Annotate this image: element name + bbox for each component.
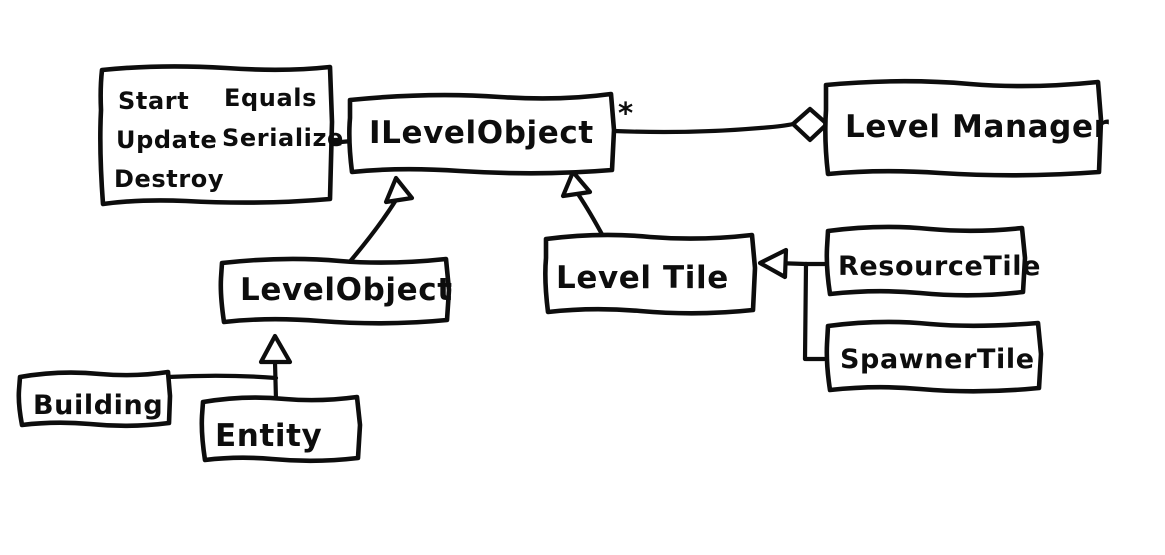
method-start-label: Start bbox=[118, 87, 189, 115]
method-equals-label: Equals bbox=[224, 84, 317, 112]
resourcetile-label: ResourceTile bbox=[838, 251, 1041, 282]
levelobject-box bbox=[218, 256, 452, 326]
ilevelobject-label: ILevelObject bbox=[369, 115, 594, 151]
method-destroy-label: Destroy bbox=[114, 165, 224, 193]
methods-note-box bbox=[98, 64, 335, 207]
generalization-triangle-entity-icon bbox=[258, 333, 293, 365]
levelmanager-box bbox=[823, 78, 1104, 178]
levelobject-label: LevelObject bbox=[240, 272, 453, 308]
connector-tile-junction-bar bbox=[802, 261, 809, 362]
connector-levelobject-to-ilevelobject bbox=[344, 197, 399, 268]
method-serialize-label: Serialize bbox=[222, 124, 344, 152]
building-box bbox=[16, 369, 173, 429]
entity-box bbox=[199, 394, 363, 464]
aggregation-diamond-icon bbox=[790, 106, 830, 143]
connector-leveltile-to-ilevelobject bbox=[575, 191, 607, 241]
connector-building-to-junction bbox=[165, 373, 279, 381]
spawnertile-box bbox=[824, 319, 1044, 394]
generalization-triangle-tiles-icon bbox=[757, 247, 789, 280]
resourcetile-box bbox=[824, 224, 1028, 298]
building-label: Building bbox=[33, 390, 163, 421]
generalization-triangle-leveltile-icon bbox=[560, 169, 593, 199]
generalization-triangle-levelobject-icon bbox=[383, 175, 415, 205]
method-update-label: Update bbox=[116, 126, 217, 154]
connector-entity-to-levelobject bbox=[272, 359, 279, 403]
levelmanager-label: Level Manager bbox=[845, 109, 1110, 145]
leveltile-label: Level Tile bbox=[556, 260, 729, 296]
leveltile-box bbox=[543, 232, 758, 316]
entity-label: Entity bbox=[215, 418, 322, 454]
multiplicity-star-label: * bbox=[618, 96, 634, 130]
connector-ilevelobject-to-levelmanager bbox=[611, 121, 796, 135]
ilevelobject-box bbox=[347, 91, 617, 176]
spawnertile-label: SpawnerTile bbox=[840, 344, 1035, 375]
